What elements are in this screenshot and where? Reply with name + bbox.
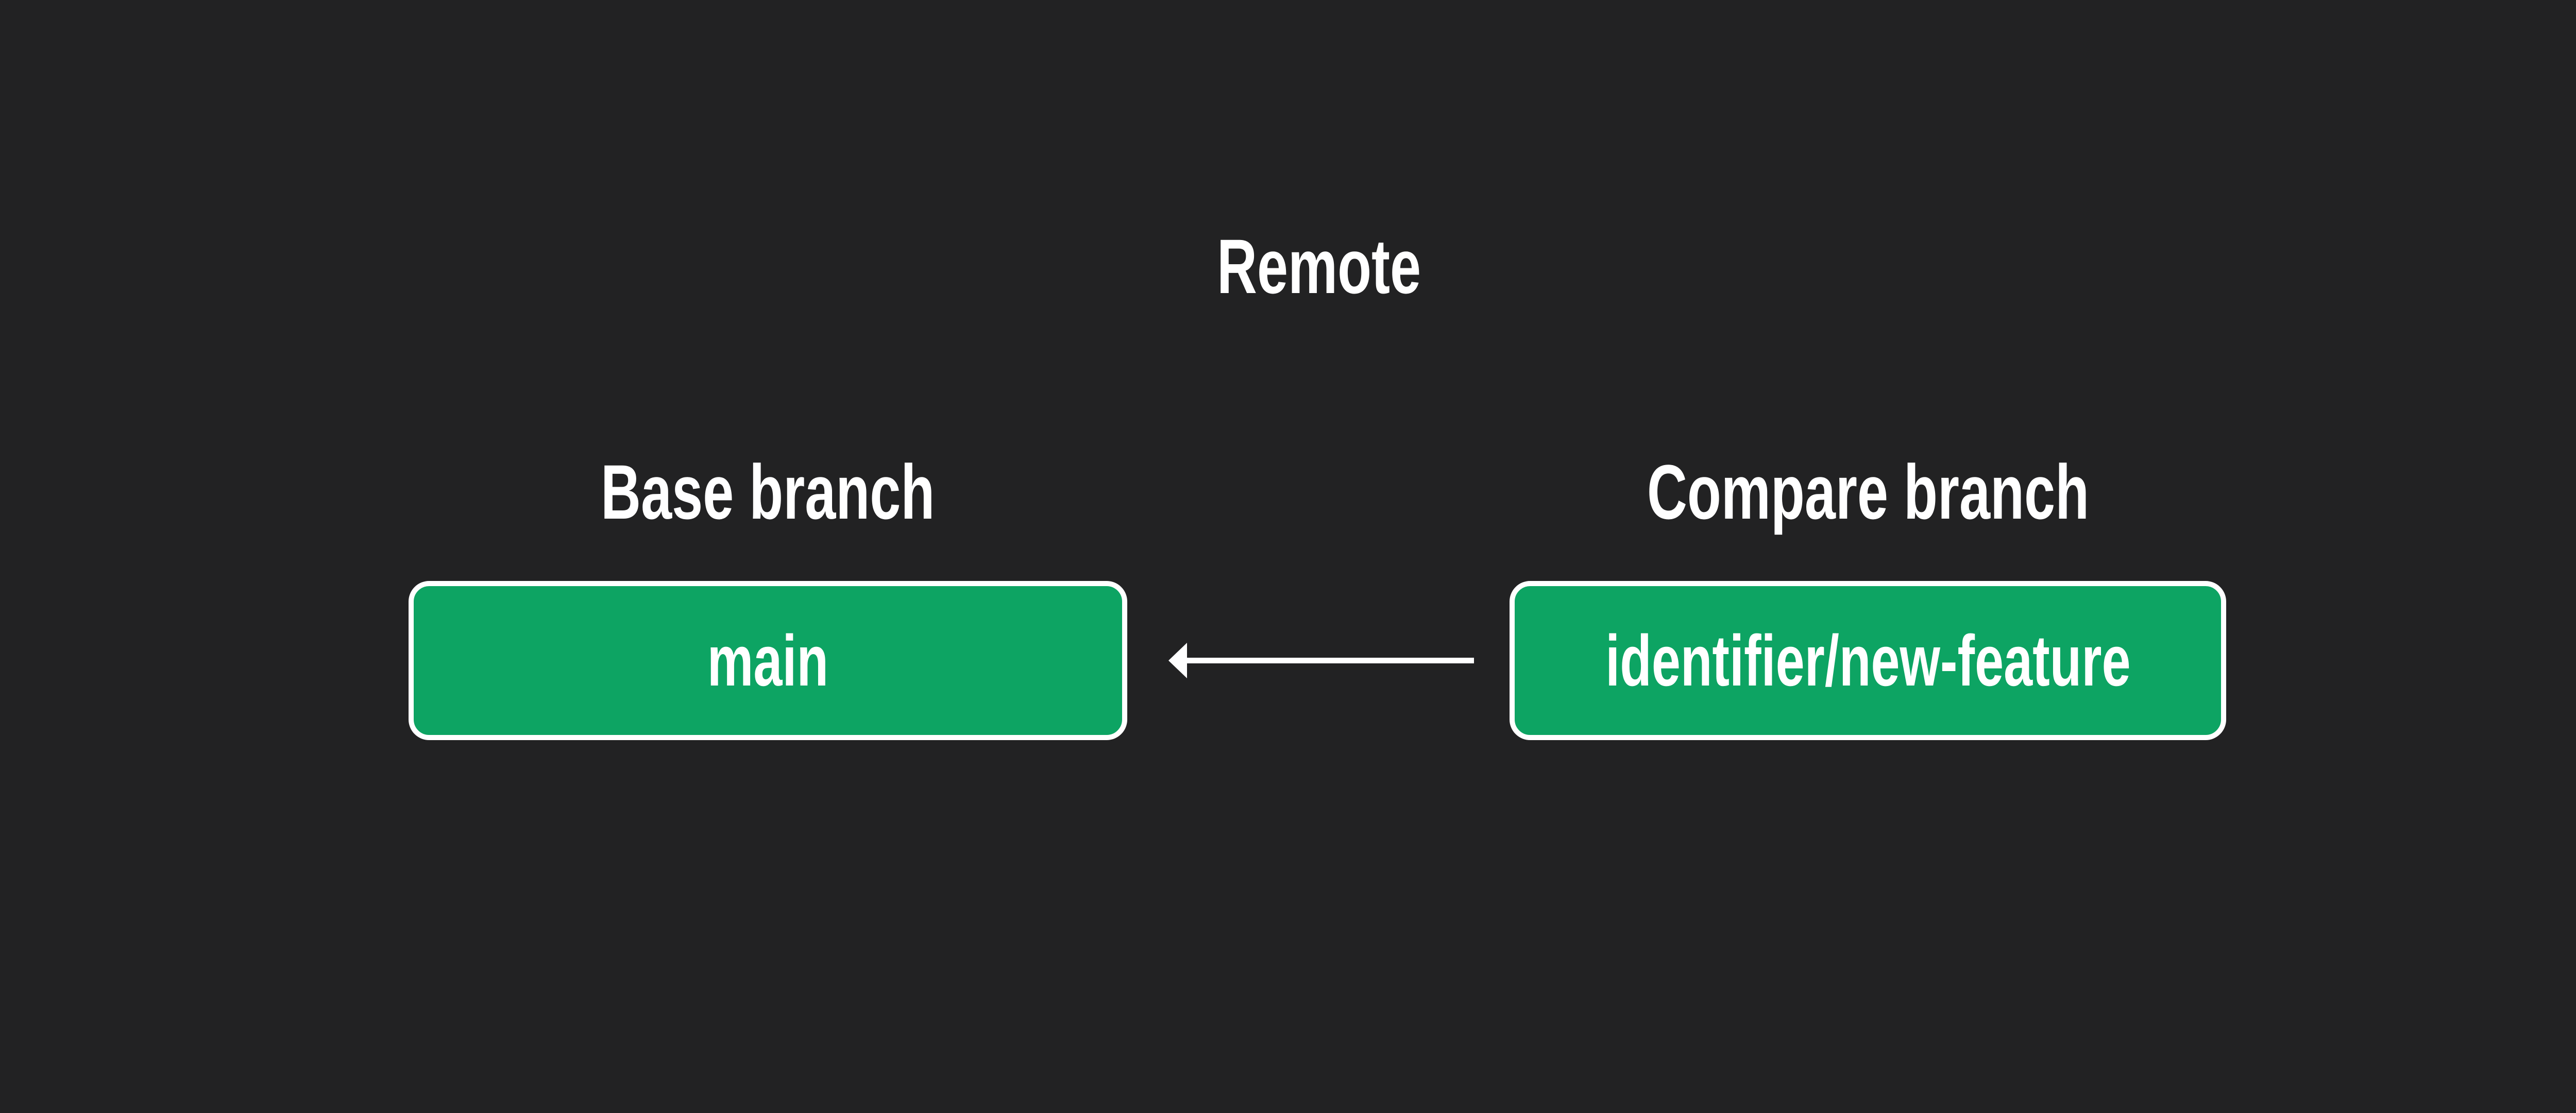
base-branch-column: Base branch main bbox=[409, 453, 1127, 740]
compare-branch-box: identifier/new-feature bbox=[1510, 581, 2226, 740]
base-branch-label-text: Base branch bbox=[601, 449, 935, 535]
compare-branch-label: Compare branch bbox=[1510, 453, 2226, 530]
arrow-left-icon bbox=[1168, 643, 1474, 678]
base-branch-box: main bbox=[409, 581, 1127, 740]
base-branch-label: Base branch bbox=[409, 453, 1127, 530]
compare-branch-label-text: Compare branch bbox=[1647, 449, 2089, 535]
base-branch-name: main bbox=[707, 620, 829, 701]
diagram-title-text: Remote bbox=[1217, 223, 1421, 310]
diagram-title: Remote bbox=[0, 228, 2576, 305]
compare-branch-column: Compare branch identifier/new-feature bbox=[1510, 453, 2226, 740]
compare-branch-name: identifier/new-feature bbox=[1605, 620, 2131, 701]
